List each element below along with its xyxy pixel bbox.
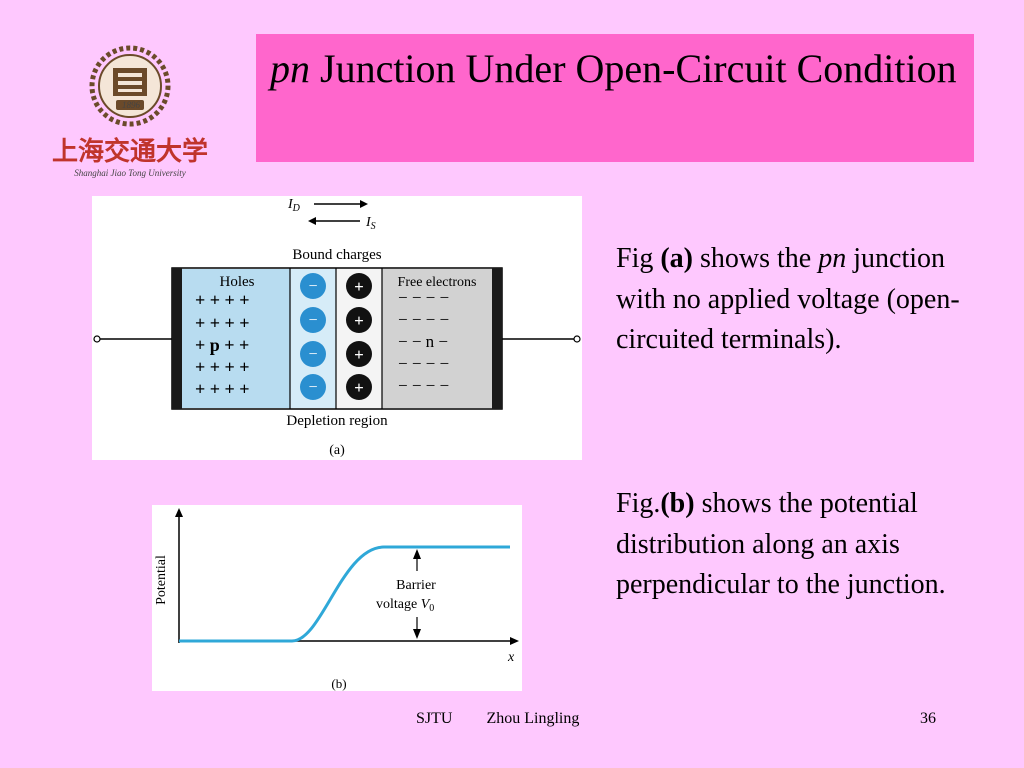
barrier-voltage-label: voltage V0	[376, 597, 434, 614]
barrier-label: Barrier	[396, 578, 436, 593]
title-rest: Junction Under Open-Circuit Condition	[310, 46, 957, 91]
id-label: ID	[287, 197, 301, 214]
svg-text:+ + + +: + + + +	[195, 290, 250, 310]
p-region-charges: + + + + + + + + + p + + + + + + + + + +	[195, 290, 250, 399]
potential-axis-label: Potential	[154, 555, 169, 605]
svg-text:+: +	[354, 378, 364, 397]
page-number: 36	[920, 710, 936, 727]
free-electrons-label: Free electrons	[398, 275, 477, 290]
description-b: Fig.(b) shows the potential distribution…	[616, 488, 946, 600]
terminal-wires	[93, 335, 581, 343]
svg-text:+: +	[354, 277, 364, 296]
svg-text:− − − −: − − − −	[398, 354, 449, 373]
slide-title: pn Junction Under Open-Circuit Condition	[270, 44, 960, 94]
footer-org: SJTU	[416, 710, 453, 727]
holes-label: Holes	[220, 274, 255, 290]
svg-text:−: −	[308, 379, 317, 396]
svg-text:+ + + +: + + + +	[195, 379, 250, 399]
figure-b: Potential x Barrier voltage V0 (b)	[152, 505, 522, 691]
logo-emblem-icon	[89, 45, 171, 127]
svg-text:−: −	[308, 278, 317, 295]
svg-text:+: +	[354, 345, 364, 364]
figure-b-caption: (b)	[331, 676, 346, 691]
depletion-region-label: Depletion region	[286, 413, 388, 429]
svg-text:+ p + +: + p + +	[195, 335, 249, 355]
description-a: Fig (a) shows the pn junction with no ap…	[616, 243, 960, 355]
footer-author: Zhou Lingling	[486, 710, 580, 727]
positive-ions: + + + +	[346, 273, 372, 400]
n-region-charges: − − − − − − − − − − n − − − − − − − − −	[398, 288, 449, 395]
logo-chinese-name: 上海交通大学	[52, 136, 208, 166]
footer-credits: SJTU Zhou Lingling	[416, 710, 613, 728]
svg-text:+ + + +: + + + +	[195, 357, 250, 377]
svg-text:−: −	[308, 346, 317, 363]
axes	[175, 508, 519, 645]
svg-text:− − n −: − − n −	[398, 332, 448, 351]
svg-text:−: −	[308, 312, 317, 329]
is-label: IS	[365, 215, 376, 232]
negative-ions: − − − −	[300, 273, 326, 400]
x-axis-label: x	[507, 650, 515, 665]
title-italic: pn	[270, 46, 310, 91]
bound-charges-label: Bound charges	[292, 247, 381, 263]
svg-text:+ + + +: + + + +	[195, 313, 250, 333]
svg-text:− − − −: − − − −	[398, 288, 449, 307]
barrier-arrow	[413, 549, 421, 639]
figure-a: ID IS Bound charges Holes Free electrons	[92, 196, 582, 460]
logo-english-name: Shanghai Jiao Tong University	[74, 168, 185, 178]
potential-curve	[179, 545, 510, 643]
svg-text:− − − −: − − − −	[398, 376, 449, 395]
title-box: pn Junction Under Open-Circuit Condition	[256, 34, 974, 162]
current-arrows	[308, 200, 368, 225]
university-logo: 1896 上海交通大学 Shanghai Jiao Tong Universit…	[30, 40, 230, 185]
p-region	[182, 269, 290, 408]
svg-text:− − − −: − − − −	[398, 310, 449, 329]
svg-text:+: +	[354, 311, 364, 330]
figure-a-caption: (a)	[329, 443, 345, 458]
n-region	[382, 269, 492, 408]
logo-year: 1896	[122, 100, 141, 110]
